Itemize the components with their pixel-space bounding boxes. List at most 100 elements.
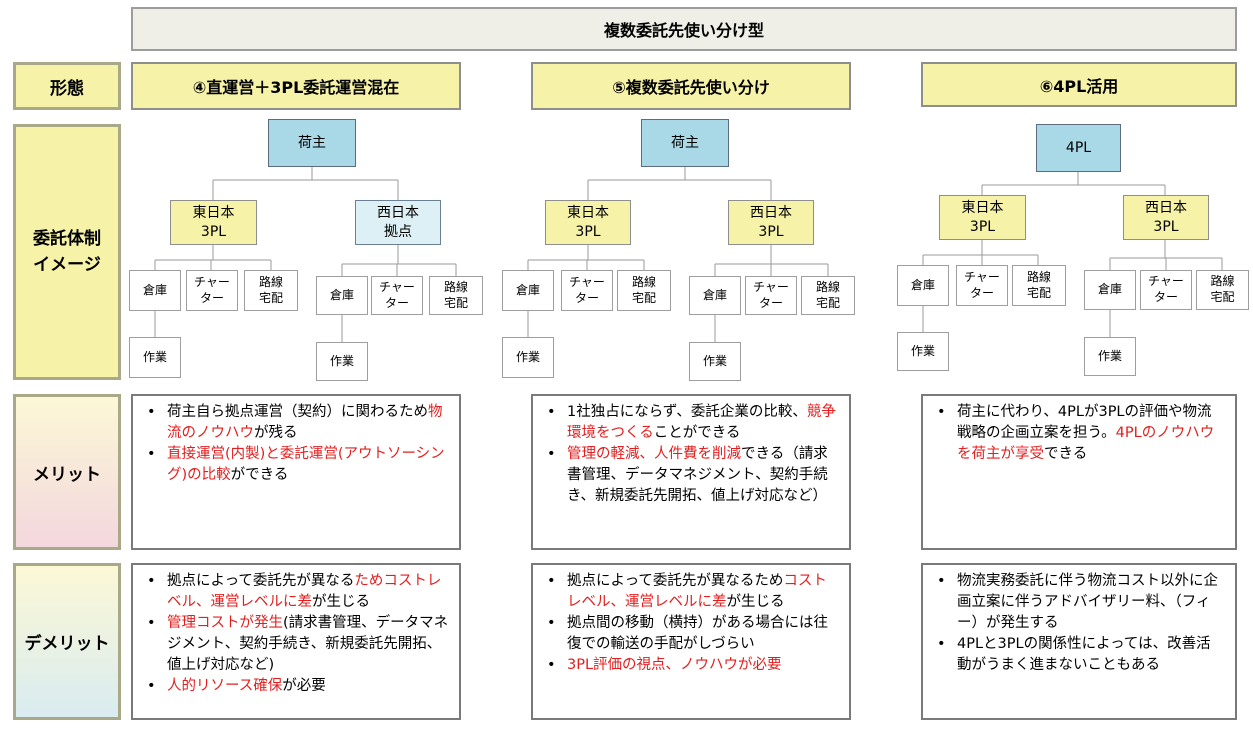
bullet-item: 物流実務委託に伴う物流コスト以外に企画立案に伴うアドバイザリー料、（フィー）が発… <box>933 571 1225 634</box>
leaf-line: チャー <box>964 269 1000 284</box>
leaf-line: チャー <box>379 279 415 294</box>
node-shipper: 荷主 <box>641 119 729 167</box>
leaf-work: 作業 <box>1084 337 1136 376</box>
leaf-work: 作業 <box>897 332 949 371</box>
leaf-charter: チャー ター <box>956 265 1008 306</box>
bullet-item: 荷主に代わり、4PLが3PLの評価や物流戦略の企画立案を担う。4PLのノウハウを… <box>933 402 1225 465</box>
node-west-3pl: 西日本 3PL <box>1123 195 1209 240</box>
leaf-line: 宅配 <box>258 290 283 305</box>
bullet-item: 3PL評価の視点、ノウハウが必要 <box>543 655 839 676</box>
bullet-text: が必要 <box>282 678 326 695</box>
leaf-route-delivery: 路線 宅配 <box>801 276 855 315</box>
leaf-charter: チャー ター <box>745 276 797 315</box>
bullet-item: 拠点によって委託先が異なるためコストレベル、運営レベルに差が生じる <box>543 571 839 613</box>
leaf-charter: チャー ター <box>371 276 423 315</box>
leaf-line: 路線 <box>1026 269 1051 284</box>
node-line: 東日本 <box>961 199 1004 216</box>
leaf-charter: チャー ター <box>1140 270 1192 310</box>
node-east-3pl: 東日本 3PL <box>170 200 257 245</box>
merit-list: 1社独占にならず、委託企業の比較、競争環境をつくることができる管理の軽減、人件費… <box>543 402 839 507</box>
header-col-1: ④直運営＋3PL委託運営混在 <box>131 62 461 110</box>
leaf-line: ター <box>199 290 224 305</box>
leaf-line: 路線 <box>443 279 468 294</box>
node-line: 3PL <box>1153 218 1179 235</box>
leaf-route-delivery: 路線 宅配 <box>429 276 483 315</box>
leaf-line: 宅配 <box>815 295 840 310</box>
leaf-line: ター <box>758 295 783 310</box>
highlight-text: コストレベル、運営レベルに差 <box>567 573 827 611</box>
demerit-col-2: 拠点によって委託先が異なるためコストレベル、運営レベルに差が生じる拠点間の移動（… <box>531 563 851 720</box>
node-east-3pl: 東日本 3PL <box>939 195 1026 240</box>
node-line: 3PL <box>200 223 227 240</box>
leaf-work: 作業 <box>502 337 554 378</box>
header-col-2: ⑤複数委託先使い分け <box>531 62 851 110</box>
leaf-line: 路線 <box>258 274 283 289</box>
bullet-text: できる（請求書管理、データマネジメント、契約手続き、新規委託先開拓、値上げ対応な… <box>567 446 828 505</box>
bullet-text: が残る <box>254 425 298 442</box>
leaf-warehouse: 倉庫 <box>897 265 949 306</box>
bullet-text: (請求書管理、データマネジメント、契約手続き、新規委託先開拓、値上げ対応など) <box>167 615 449 674</box>
merit-col-1: 荷主自ら拠点運営（契約）に関わるため物流のノウハウが残る直接運営(内製)と委託運… <box>131 394 461 550</box>
leaf-line: ター <box>969 285 994 300</box>
highlight-text: 管理コストが発生 <box>167 615 283 632</box>
highlight-text: 3PL評価の視点、ノウハウが必要 <box>567 657 782 674</box>
row-label-structure-line1: 委託体制 <box>33 228 101 249</box>
demerit-list: 物流実務委託に伴う物流コスト以外に企画立案に伴うアドバイザリー料、（フィー）が発… <box>933 571 1225 676</box>
leaf-line: チャー <box>569 274 605 289</box>
leaf-warehouse: 倉庫 <box>1084 270 1136 310</box>
leaf-route-delivery: 路線 宅配 <box>244 270 298 311</box>
bullet-text: が生じる <box>726 594 785 611</box>
leaf-line: 路線 <box>1210 274 1235 289</box>
highlight-text: 人的リソース確保 <box>167 678 283 695</box>
leaf-charter: チャー ター <box>561 270 613 311</box>
merit-list: 荷主自ら拠点運営（契約）に関わるため物流のノウハウが残る直接運営(内製)と委託運… <box>143 402 449 486</box>
bullet-item: 拠点間の移動（横持）がある場合には往復での輸送の手配がしづらい <box>543 613 839 655</box>
leaf-line: 宅配 <box>631 290 656 305</box>
node-line: 拠点 <box>384 223 412 240</box>
merit-col-2: 1社独占にならず、委託企業の比較、競争環境をつくることができる管理の軽減、人件費… <box>531 394 851 550</box>
bullet-item: 1社独占にならず、委託企業の比較、競争環境をつくることができる <box>543 402 839 444</box>
leaf-charter: チャー ター <box>186 270 238 311</box>
highlight-text: 物流のノウハウ <box>167 404 443 442</box>
leaf-warehouse: 倉庫 <box>129 270 181 311</box>
demerit-list: 拠点によって委託先が異なるためコストレベル、運営レベルに差が生じる拠点間の移動（… <box>543 571 839 676</box>
highlight-text: 競争環境をつくる <box>567 404 836 442</box>
demerit-col-3: 物流実務委託に伴う物流コスト以外に企画立案に伴うアドバイザリー料、（フィー）が発… <box>921 563 1237 720</box>
node-line: 西日本 <box>377 204 419 221</box>
bullet-item: 直接運営(内製)と委託運営(アウトソーシング)の比較ができる <box>143 444 449 486</box>
highlight-text: 直接運営(内製)と委託運営(アウトソーシング)の比較 <box>167 446 445 484</box>
node-4pl: 4PL <box>1036 124 1121 172</box>
leaf-line: 路線 <box>631 274 656 289</box>
leaf-line: ター <box>1153 290 1178 304</box>
merit-list: 荷主に代わり、4PLが3PLの評価や物流戦略の企画立案を担う。4PLのノウハウを… <box>933 402 1225 465</box>
node-line: 3PL <box>758 223 784 240</box>
bullet-text: 荷主に代わり、4PLが3PLの評価や物流戦略の企画立案を担う。 <box>957 404 1212 442</box>
bullet-item: 拠点によって委託先が異なるためコストレベル、運営レベルに差が生じる <box>143 571 449 613</box>
bullet-text: ができる <box>230 467 289 484</box>
bullet-item: 管理の軽減、人件費を削減できる（請求書管理、データマネジメント、契約手続き、新規… <box>543 444 839 507</box>
bullet-item: 人的リソース確保が必要 <box>143 676 449 697</box>
highlight-text: 管理の軽減、人件費を削減 <box>567 446 741 463</box>
bullet-text: ことができる <box>653 425 741 442</box>
leaf-line: 宅配 <box>1210 290 1235 304</box>
leaf-work: 作業 <box>129 337 181 378</box>
row-label-structure-line2: イメージ <box>33 255 101 275</box>
bullet-text: が生じる <box>312 594 370 611</box>
row-label-structure: 委託体制 イメージ <box>13 124 121 380</box>
bullet-text: 物流実務委託に伴う物流コスト以外に企画立案に伴うアドバイザリー料、（フィー）が発… <box>957 573 1218 632</box>
highlight-text: 4PLのノウハウを荷主が享受 <box>957 425 1215 463</box>
bullet-text: できる <box>1044 446 1088 463</box>
row-label-merit: メリット <box>13 394 121 550</box>
leaf-line: ター <box>384 295 409 310</box>
leaf-route-delivery: 路線 宅配 <box>1196 270 1249 310</box>
merit-col-3: 荷主に代わり、4PLが3PLの評価や物流戦略の企画立案を担う。4PLのノウハウを… <box>921 394 1237 550</box>
node-east-3pl: 東日本 3PL <box>545 200 631 245</box>
node-line: 西日本 <box>1145 199 1187 216</box>
node-line: 東日本 <box>567 204 609 221</box>
leaf-line: ター <box>574 290 599 305</box>
leaf-line: チャー <box>753 279 789 294</box>
node-west-3pl: 西日本 3PL <box>728 200 814 245</box>
leaf-work: 作業 <box>316 342 368 381</box>
leaf-line: 路線 <box>815 279 840 294</box>
row-label-form: 形態 <box>13 62 121 110</box>
